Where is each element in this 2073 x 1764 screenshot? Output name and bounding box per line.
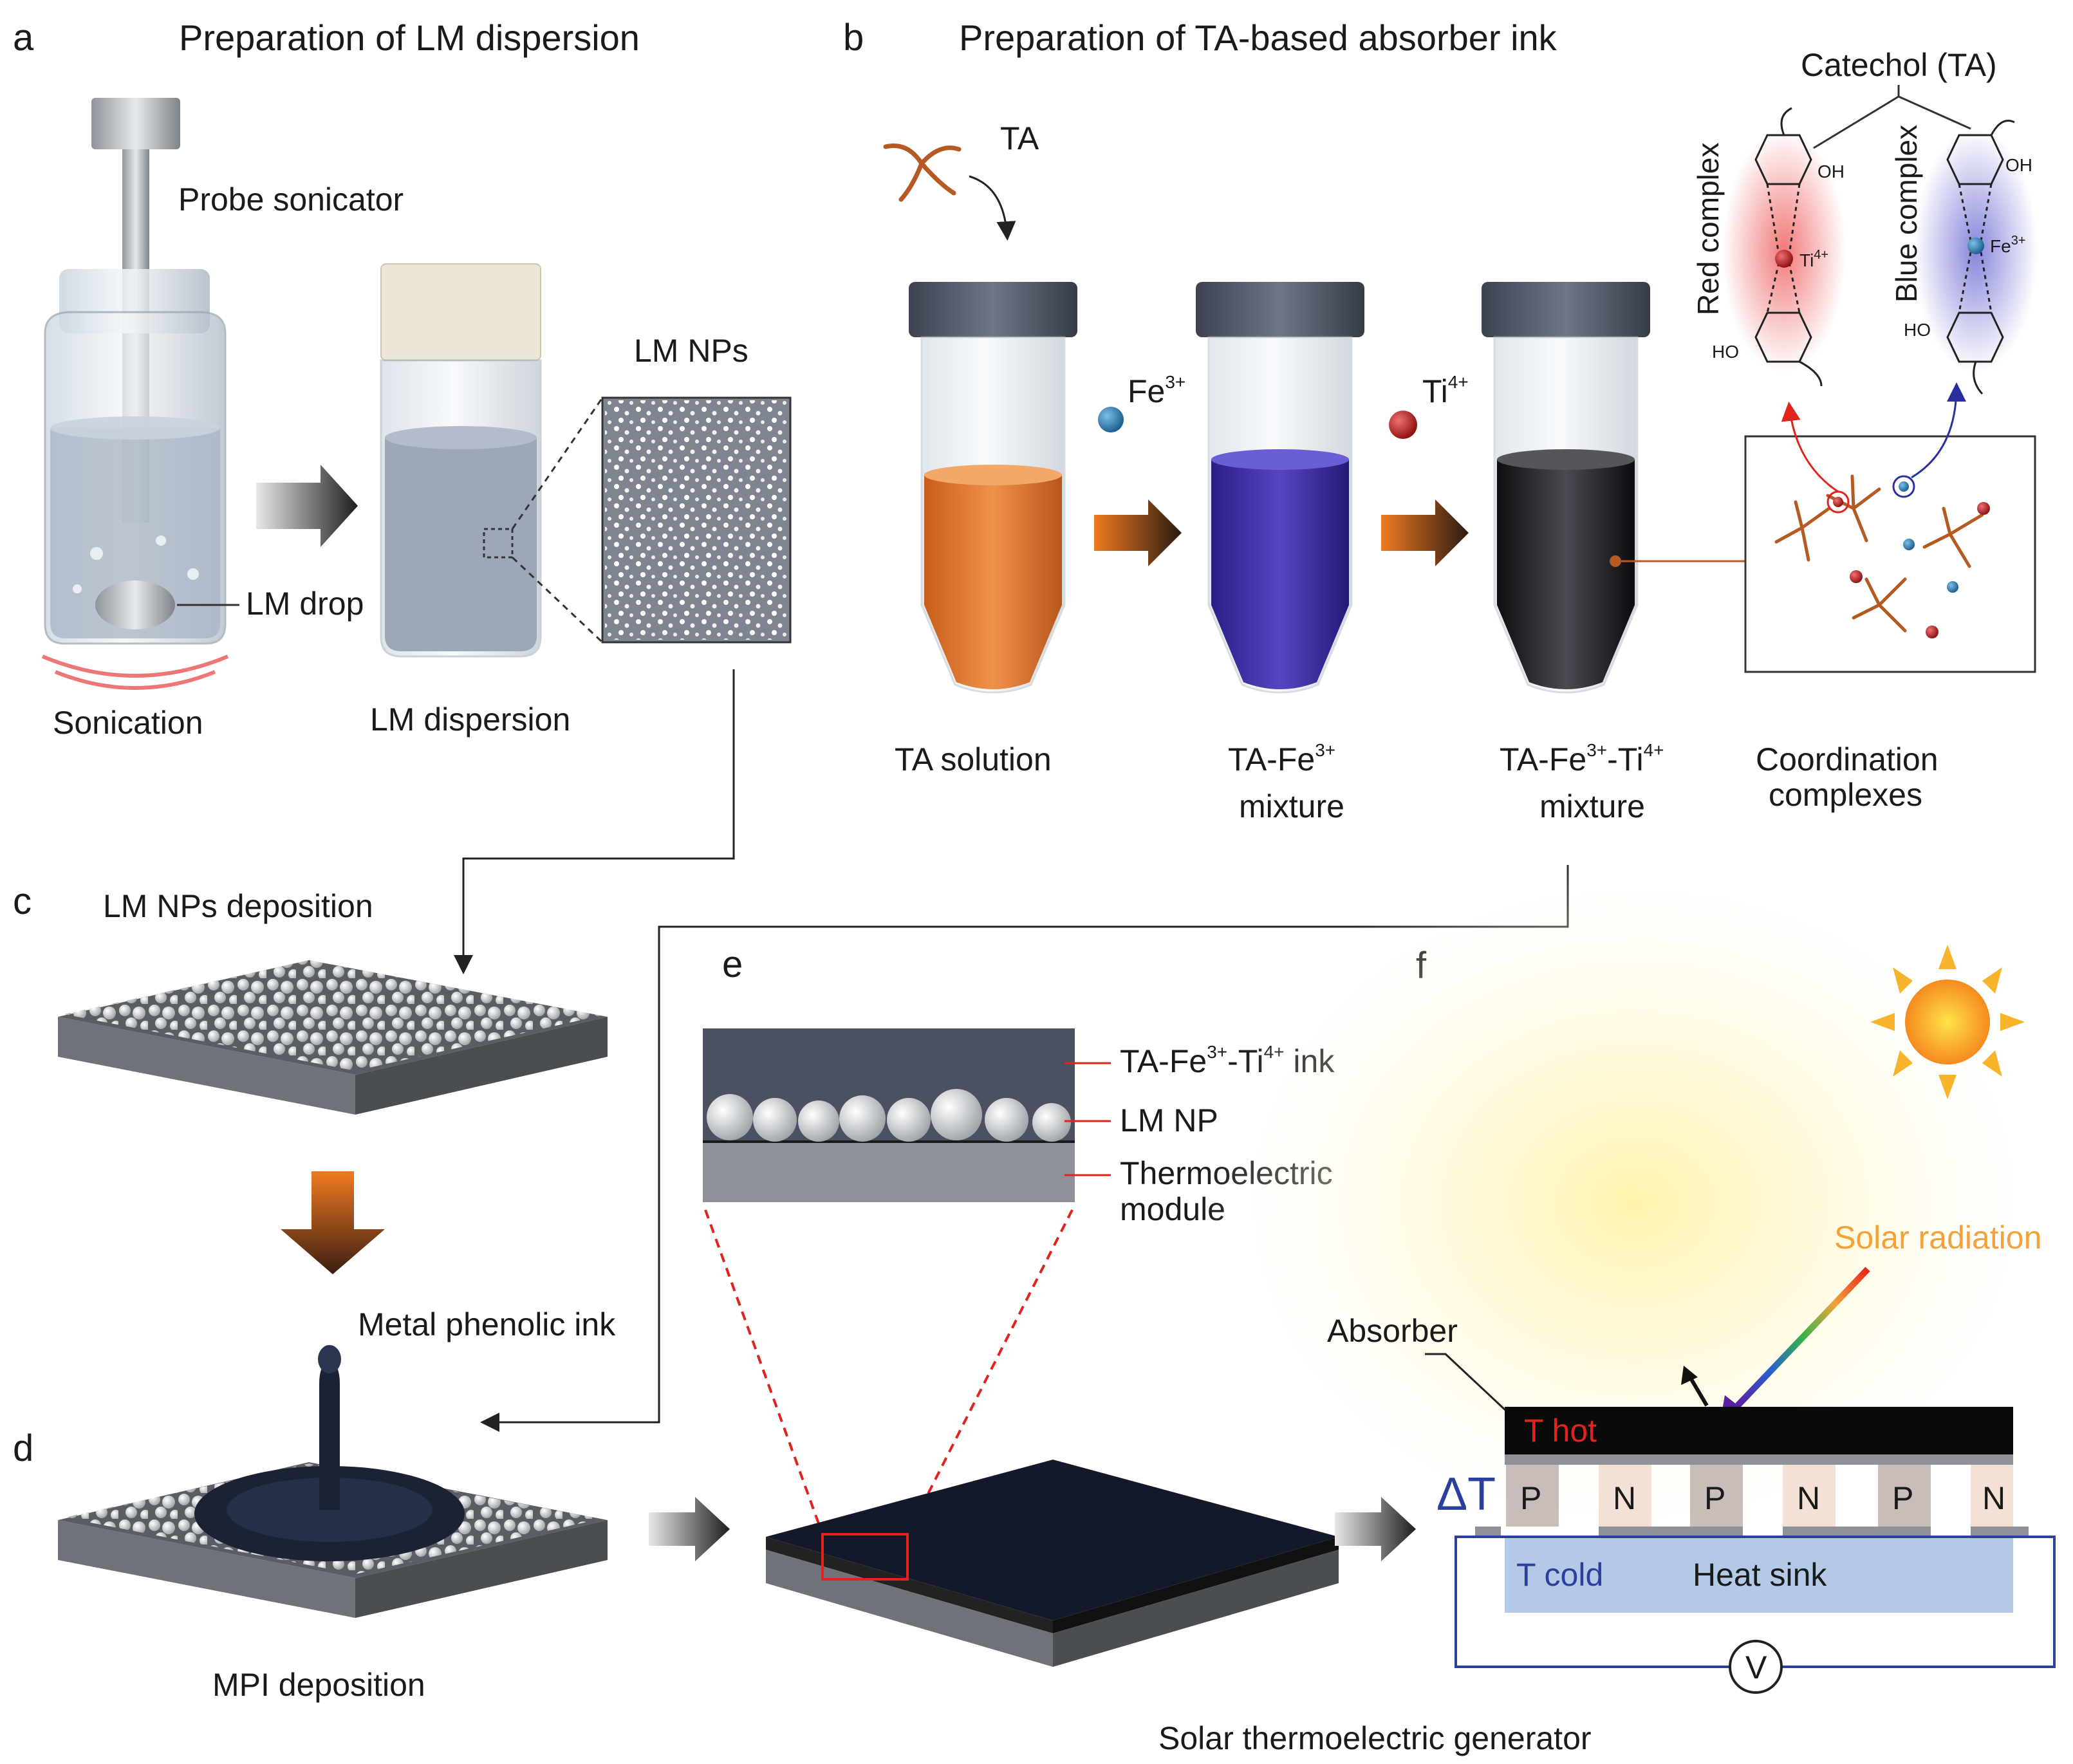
panel-d-letter: d bbox=[13, 1427, 33, 1469]
lm-nps-label: LM NPs bbox=[634, 333, 748, 369]
tube-ta-fe-ti-mixture bbox=[1482, 282, 1650, 694]
dispersion-label: LM dispersion bbox=[370, 701, 570, 738]
tube-3-label-line2: mixture bbox=[1539, 788, 1645, 824]
sonication-waves bbox=[41, 655, 229, 690]
reflected-ray bbox=[1688, 1376, 1709, 1407]
lm-np-layer-label: LM NP bbox=[1120, 1102, 1218, 1138]
tube-2-label-line2: mixture bbox=[1239, 788, 1344, 824]
metal-phenolic-ink-label: Metal phenolic ink bbox=[358, 1306, 616, 1342]
tube-ta-fe-mixture bbox=[1196, 282, 1364, 694]
n-leg-2: N bbox=[1797, 1480, 1820, 1516]
arrow-c-to-d bbox=[281, 1171, 385, 1274]
arrow-to-dispersion bbox=[256, 465, 358, 547]
ti-ion-icon bbox=[1389, 411, 1417, 439]
red-ho-label: HO bbox=[1712, 342, 1739, 362]
sunlight-glow bbox=[1197, 843, 2072, 1564]
absorber-leader bbox=[1425, 1353, 1507, 1412]
panel-b-letter: b bbox=[843, 17, 864, 59]
panel-c-letter: c bbox=[13, 880, 32, 922]
layer-leaders bbox=[1064, 1062, 1111, 1176]
t-hot-label: T hot bbox=[1524, 1413, 1597, 1449]
connector-dispersion-to-c bbox=[454, 669, 735, 974]
red-complex-label: Red complex bbox=[1691, 143, 1725, 315]
red-ti-label: Ti4+ bbox=[1799, 248, 1828, 270]
fe-label: Fe3+ bbox=[1128, 372, 1185, 409]
n-leg-3: N bbox=[1982, 1480, 2005, 1516]
heat-sink-label: Heat sink bbox=[1693, 1557, 1827, 1593]
panel-e-letter: e bbox=[722, 943, 743, 985]
lm-nps-substrate bbox=[58, 960, 608, 1115]
blue-ho-label: HO bbox=[1904, 320, 1931, 340]
red-complex-arrow bbox=[1781, 402, 1839, 493]
sonication-label: Sonication bbox=[53, 705, 203, 741]
mpi-deposition-substrate bbox=[58, 1345, 608, 1618]
panel-a-letter: a bbox=[13, 17, 34, 59]
voltmeter-label: V bbox=[1745, 1649, 1767, 1685]
red-oh-label: OH bbox=[1817, 162, 1845, 181]
ta-molecule-icon bbox=[883, 144, 962, 202]
zoom-lines-e bbox=[704, 1209, 1074, 1535]
tube-1-label: TA solution bbox=[895, 741, 1052, 777]
dispersion-vial bbox=[380, 263, 542, 658]
stg-device bbox=[1455, 1407, 2056, 1694]
ta-add-arrow bbox=[969, 175, 1016, 241]
p-leg-3: P bbox=[1892, 1480, 1913, 1516]
p-leg-1: P bbox=[1520, 1480, 1541, 1516]
ti-label: Ti4+ bbox=[1422, 372, 1469, 409]
coordination-complexes-box bbox=[1744, 435, 2036, 673]
device-slab bbox=[766, 1460, 1339, 1667]
panel-a-title: Preparation of LM dispersion bbox=[179, 17, 640, 58]
p-leg-2: P bbox=[1704, 1480, 1725, 1516]
delta-t-label: ΔT bbox=[1436, 1469, 1496, 1520]
sun-icon bbox=[1870, 945, 2025, 1099]
tube-ta-solution bbox=[909, 282, 1077, 694]
catechol-bracket bbox=[1813, 85, 1971, 149]
fe-ion-icon bbox=[1098, 407, 1124, 432]
blue-fe-label: Fe3+ bbox=[1990, 234, 2026, 256]
arrow-d-to-e bbox=[649, 1497, 730, 1561]
layer-cross-section bbox=[703, 1028, 1075, 1202]
sonication-vial bbox=[44, 269, 227, 645]
solar-radiation-label: Solar radiation bbox=[1834, 1220, 2041, 1256]
coord-label-line2: complexes bbox=[1769, 777, 1922, 813]
panel-b-title: Preparation of TA-based absorber ink bbox=[959, 17, 1557, 58]
absorber-label: Absorber bbox=[1327, 1313, 1458, 1349]
catechol-label: Catechol (TA) bbox=[1801, 47, 1997, 83]
coord-label-line1: Coordination bbox=[1756, 741, 1938, 777]
lm-nps-inset bbox=[601, 396, 792, 644]
probe-sonicator-label: Probe sonicator bbox=[178, 181, 404, 218]
arrow-e-to-f bbox=[1335, 1497, 1416, 1561]
tube-3-label-line1: TA-Fe3+-Ti4+ bbox=[1500, 740, 1664, 777]
mpi-deposition-caption: MPI deposition bbox=[212, 1667, 425, 1703]
ta-label: TA bbox=[1000, 120, 1039, 156]
lm-drop-label: LM drop bbox=[246, 586, 364, 622]
blue-complex-arrow bbox=[1911, 382, 1966, 479]
arrow-tube2-to-tube3 bbox=[1381, 499, 1469, 566]
reflected-ray-head bbox=[1681, 1366, 1698, 1385]
tube-2-label-line1: TA-Fe3+ bbox=[1228, 740, 1335, 777]
solar-ray bbox=[1735, 1267, 1870, 1408]
n-leg-1: N bbox=[1613, 1480, 1636, 1516]
panel-c-title: LM NPs deposition bbox=[103, 888, 373, 924]
red-complex-structure: Ti4+ OH HO bbox=[1712, 107, 1846, 387]
blue-complex-structure: Fe3+ OH HO bbox=[1904, 120, 2038, 395]
t-cold-label: T cold bbox=[1516, 1557, 1603, 1593]
zoom-lines-a bbox=[511, 397, 604, 644]
blue-oh-label: OH bbox=[2005, 155, 2032, 175]
arrow-tube1-to-tube2 bbox=[1094, 499, 1182, 566]
stg-caption: Solar thermoelectric generator bbox=[1158, 1720, 1592, 1756]
